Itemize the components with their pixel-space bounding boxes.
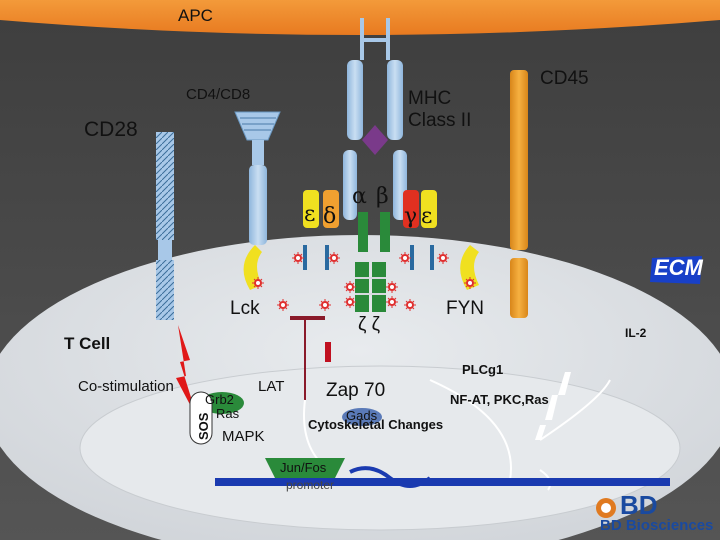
grb2-label: Grb2	[205, 392, 234, 407]
mhc-connector	[360, 18, 390, 60]
cd28-label: CD28	[84, 118, 138, 141]
sos-label: SOS	[196, 412, 211, 440]
cd28-receptor	[156, 132, 174, 320]
promoter-label: promoter	[286, 478, 335, 492]
bd-logo	[596, 498, 616, 518]
ecm-label: ECM	[654, 255, 703, 280]
co-stimulation-label: Co-stimulation	[78, 378, 174, 395]
dna-strand	[215, 466, 670, 488]
mapk-label: MAPK	[222, 428, 265, 445]
zap70-label: Zap 70	[326, 380, 386, 401]
signaling-arrows	[303, 379, 611, 491]
gads-label: Gads	[346, 408, 378, 423]
cd3-gamma-label: γ	[404, 204, 418, 229]
plcg1-label: PLCg1	[462, 362, 504, 377]
nfat-label: NF-AT, PKC,Ras	[450, 392, 549, 407]
tcr-alpha-label: α	[352, 184, 367, 209]
lat-anchor	[290, 316, 331, 400]
il2-label: IL-2	[625, 326, 647, 340]
bd-biosciences-label: BD Biosciences	[600, 517, 714, 534]
cytoskeletal-label: Cytoskeletal Changes	[308, 417, 444, 432]
sos-shape	[189, 391, 213, 445]
fyn-label: FYN	[446, 298, 484, 319]
ras-label: Ras	[216, 406, 240, 421]
lat-label: LAT	[258, 378, 285, 395]
cd3-epsilon-left-label: ε	[304, 202, 316, 227]
mhc-class-ii	[347, 60, 403, 155]
lck-label: Lck	[230, 298, 260, 319]
jun-fos-label: Jun/Fos	[280, 460, 327, 475]
cd3-subunits	[303, 190, 437, 270]
t-cell-label: T Cell	[64, 334, 111, 353]
jun-fos-shape	[265, 458, 345, 478]
cd45-label: CD45	[540, 68, 589, 89]
cd4-cd8-receptor	[234, 111, 281, 290]
mhc-label-line1: MHC	[408, 88, 452, 109]
cd45-receptor	[460, 70, 528, 318]
zeta-chains	[355, 262, 386, 312]
apc-label: APC	[178, 6, 213, 25]
il2-arrows	[535, 372, 571, 440]
zeta-label: ζ ζ	[358, 314, 381, 335]
cd3-delta-label: δ	[323, 204, 337, 229]
tcr-beta-label: β	[376, 184, 389, 209]
apc-membrane	[0, 0, 720, 35]
cd4-cd8-label: CD4/CD8	[186, 86, 251, 103]
mhc-label-line2: Class II	[408, 110, 472, 131]
cd3-epsilon-right-label: ε	[421, 204, 433, 229]
bd-label: BD	[620, 490, 658, 520]
ecm-badge	[650, 256, 702, 284]
gads-ellipse	[342, 408, 382, 426]
